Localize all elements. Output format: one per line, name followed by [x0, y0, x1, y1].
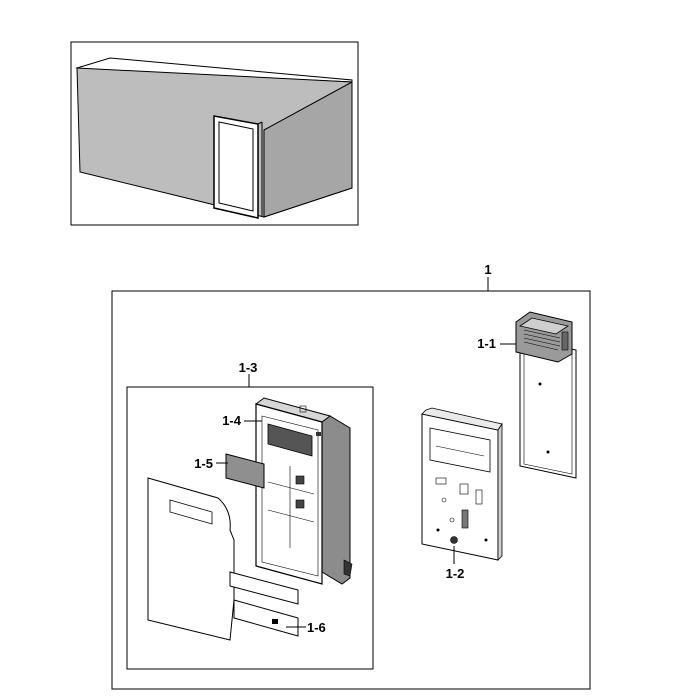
panel-frame-icon	[254, 397, 353, 585]
pcb-module-icon	[515, 311, 577, 479]
callout-1-1: 1-1	[477, 336, 496, 351]
control-panel-frame	[126, 386, 374, 670]
assembly-frame	[111, 290, 591, 690]
location-inset	[70, 41, 359, 226]
callout-1-5: 1-5	[194, 456, 213, 471]
callout-1-2: 1-2	[446, 566, 465, 581]
display-window	[225, 453, 265, 489]
pcb-board-icon	[421, 407, 503, 561]
callout-1-6: 1-6	[307, 620, 326, 635]
inset-frame	[70, 41, 359, 226]
callout-1: 1	[484, 262, 491, 277]
callout-1-3: 1-3	[239, 360, 258, 375]
callout-1-4: 1-4	[222, 413, 242, 428]
membrane-sheet-icon	[147, 477, 299, 641]
oven-cabinet-icon	[75, 57, 353, 219]
